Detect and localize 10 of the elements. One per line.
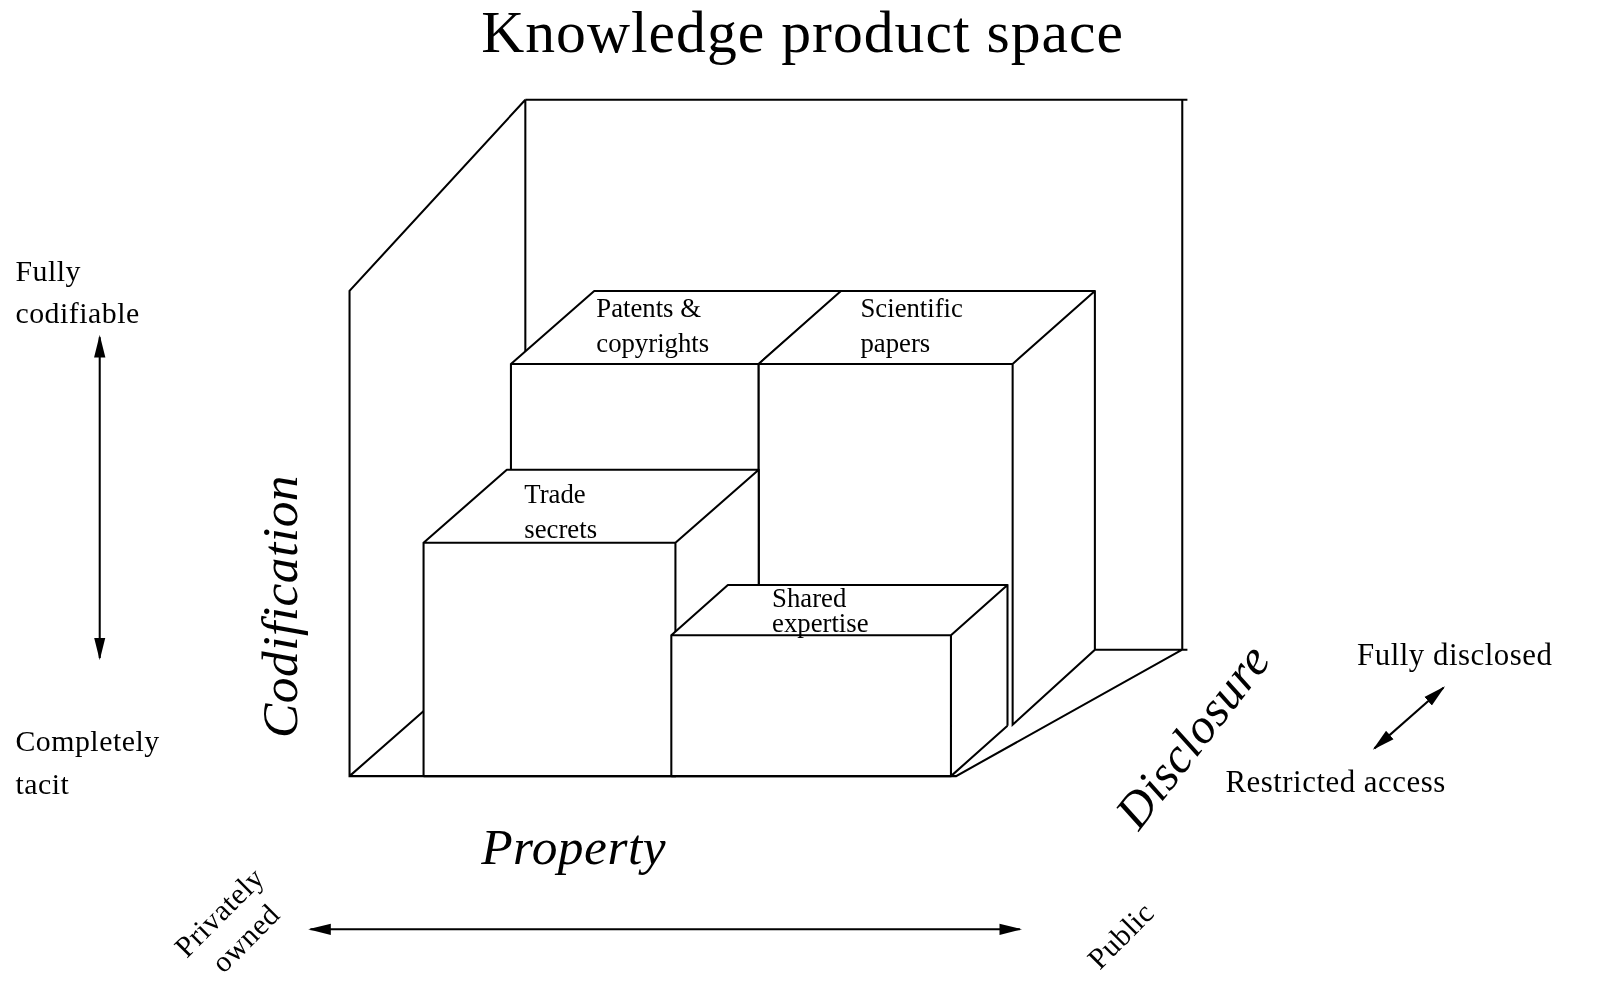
axis-title: Property <box>481 816 667 877</box>
axis-title: Codification <box>249 474 310 739</box>
axis-end-label: Fully codifiable <box>15 252 141 331</box>
diagram-title: Knowledge product space <box>481 0 1125 66</box>
block-label: Trade secrets <box>524 478 599 546</box>
block-label: Patents & copyrights <box>596 291 711 360</box>
block-label: Shared expertise <box>772 585 870 637</box>
axis-end-label: Completely tacit <box>15 723 161 802</box>
block-label: Scientific papers <box>860 291 964 360</box>
axis-end-label: Fully disclosed <box>1357 636 1553 674</box>
